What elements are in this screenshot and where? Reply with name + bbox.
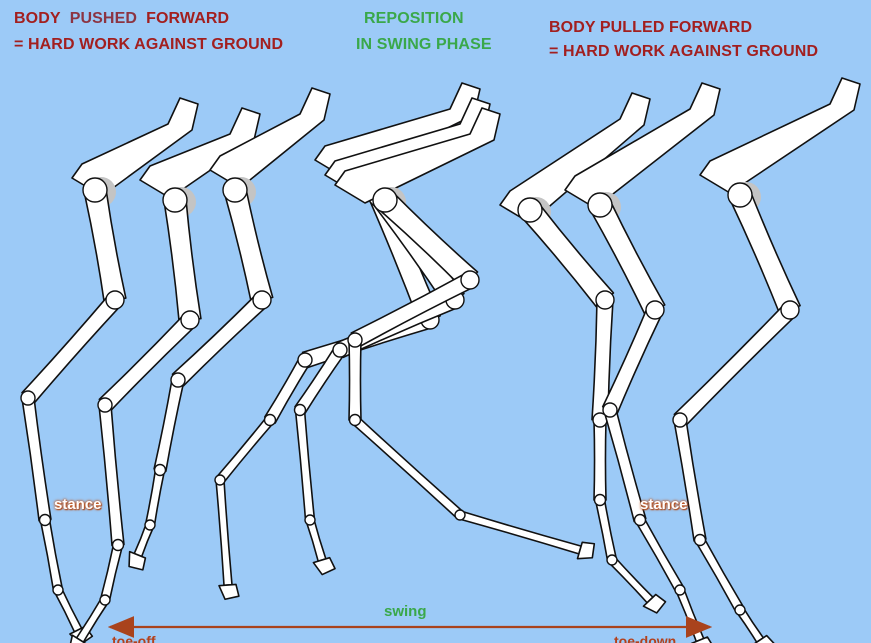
pose-4-joint-4	[265, 415, 276, 426]
pose-9-bone-1	[730, 191, 800, 315]
toe-off-label: toe-off	[112, 634, 156, 643]
pose-1-joint-5	[53, 585, 63, 595]
pose-4-hoof	[219, 584, 239, 599]
pose-2-joint-5	[100, 595, 110, 605]
pose-6-hoof	[577, 542, 594, 558]
pose-6-joint-3	[348, 333, 362, 347]
pose-5-joint-4	[295, 405, 306, 416]
swing-label: swing	[384, 604, 427, 619]
middle-header-line1: REPOSITION	[364, 11, 464, 27]
left-header-line1: BODY PUSHED FORWARD	[14, 11, 229, 27]
pose-3-joint-4	[155, 465, 166, 476]
right-header-line1: BODY PULLED FORWARD	[549, 20, 752, 36]
pose-9-pelvis	[700, 78, 860, 193]
pose-3-joint-3	[171, 373, 185, 387]
pose-9-joint-4	[695, 535, 706, 546]
pose-6-bone-5	[459, 511, 581, 554]
pose-8-joint-4	[635, 515, 646, 526]
pose-2-bone-1	[164, 199, 201, 322]
left-header-word-pushed: PUSHED	[70, 10, 137, 27]
left-header-line2: = HARD WORK AGAINST GROUND	[14, 37, 283, 53]
pose-1-joint-3	[21, 391, 35, 405]
pose-7-joint-4	[595, 495, 606, 506]
pose-2-joint-3	[98, 398, 112, 412]
pose-9-bone-4	[696, 538, 744, 612]
pose-2-joint-4	[113, 540, 124, 551]
pose-6-joint-1	[373, 188, 397, 212]
pose-3-joint-1	[223, 178, 247, 202]
pose-1-bone-4	[41, 519, 63, 591]
pose-7-joint-5	[607, 555, 617, 565]
pose-8-bone-4	[636, 518, 684, 592]
pose-1-joint-4	[40, 515, 51, 526]
left-header-word-forward: FORWARD	[146, 10, 229, 27]
pose-6-joint-2	[461, 271, 479, 289]
pose-6-bone-3	[349, 340, 361, 420]
limb-poses-group	[21, 78, 860, 643]
pose-7-joint-2	[596, 291, 614, 309]
pose-8-bone-5	[676, 589, 703, 642]
pose-8-joint-1	[588, 193, 612, 217]
stance-label-right: stance	[640, 497, 688, 512]
middle-header-line2: IN SWING PHASE	[356, 37, 492, 53]
pose-5-hoof	[313, 558, 335, 575]
pose-2-bone-3	[99, 404, 124, 545]
pose-8-joint-3	[603, 403, 617, 417]
pose-2-bone-4	[101, 544, 123, 601]
pose-6-joint-4	[350, 415, 361, 426]
left-header-word-body: BODY	[14, 10, 61, 27]
right-header-line2: = HARD WORK AGAINST GROUND	[549, 44, 818, 60]
pose-7-bone-4	[596, 499, 617, 561]
pose-9-joint-2	[781, 301, 799, 319]
pose-6-bone-4	[352, 417, 463, 519]
pose-3-joint-5	[145, 520, 155, 530]
pose-7-joint-1	[518, 198, 542, 222]
pose-8-joint-5	[675, 585, 685, 595]
pose-4-bone-4	[217, 417, 274, 483]
pose-5-bone-4	[296, 410, 315, 521]
pose-3-bone-3	[154, 379, 184, 471]
pose-2-joint-1	[163, 188, 187, 212]
pose-1-bone-1	[84, 188, 126, 302]
pose-4-joint-5	[215, 475, 225, 485]
pose-1-joint-2	[106, 291, 124, 309]
pose-9-bone-2	[674, 304, 795, 425]
pose-7-bone-3	[594, 420, 606, 500]
stance-label-left: stance	[54, 497, 102, 512]
pose-9-joint-3	[673, 413, 687, 427]
pose-3-bone-1	[224, 187, 272, 302]
pose-1-bone-3	[22, 397, 51, 521]
pose-9-bone-3	[674, 419, 706, 541]
pose-6-joint-5	[455, 510, 465, 520]
pose-8-joint-2	[646, 301, 664, 319]
pose-4-bone-5	[216, 480, 232, 586]
pose-5-joint-5	[305, 515, 315, 525]
pose-1-bone-2	[22, 295, 121, 404]
pose-3-bone-4	[146, 469, 165, 526]
pose-3-joint-2	[253, 291, 271, 309]
pose-4-joint-3	[298, 353, 312, 367]
pose-5-joint-3	[333, 343, 347, 357]
pose-2-joint-2	[181, 311, 199, 329]
toe-down-label: toe-down	[614, 634, 676, 643]
pose-9-joint-5	[735, 605, 745, 615]
pose-1-joint-1	[83, 178, 107, 202]
pose-9-joint-1	[728, 183, 752, 207]
